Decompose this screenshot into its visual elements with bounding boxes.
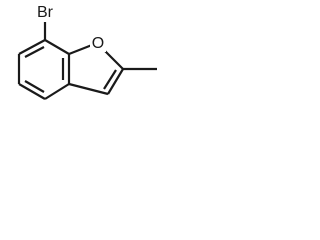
bromine-label-bg bbox=[33, 3, 59, 21]
oxygen-label: O bbox=[92, 35, 104, 52]
double-bond-c4-c5 bbox=[24, 80, 45, 93]
bond-c3a-c4 bbox=[44, 83, 70, 100]
structure-canvas: Br O bbox=[0, 0, 178, 134]
bond-c4-c5 bbox=[18, 83, 46, 100]
bond-c6-c7 bbox=[18, 39, 46, 55]
double-bond-c2-c3-inner bbox=[103, 69, 117, 90]
benzofuran-structure: Br O bbox=[17, 3, 157, 100]
bond-c2-c3 bbox=[107, 68, 124, 95]
bond-c3-c3a bbox=[68, 82, 109, 96]
bromine-label: Br bbox=[37, 4, 54, 21]
double-bond-c6-c7 bbox=[24, 46, 45, 58]
oxygen-label-bg bbox=[90, 36, 106, 52]
bond-c7a-o bbox=[68, 43, 93, 56]
bond-c7-c7a bbox=[44, 39, 70, 55]
